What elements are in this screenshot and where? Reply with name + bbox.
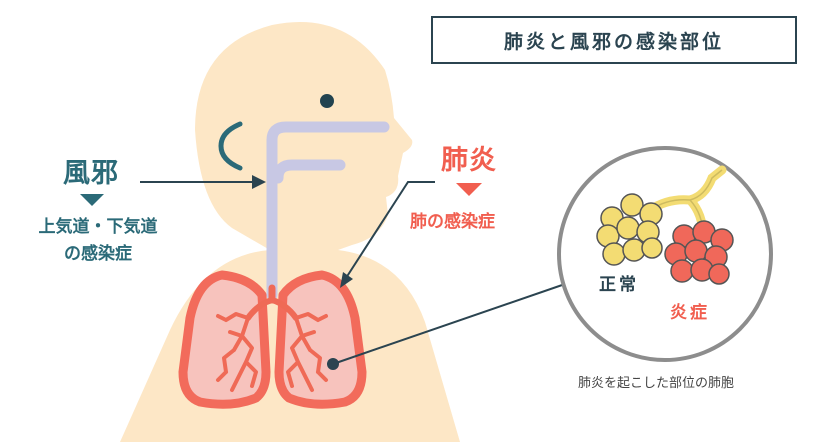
alveoli-zoom: [559, 148, 771, 360]
cold-description: 上気道・下気道 の感染症: [12, 214, 184, 268]
pneumonia-description: 肺の感染症: [410, 207, 495, 232]
pneumonia-triangle: [456, 183, 482, 196]
cold-triangle: [80, 194, 104, 206]
inflamed-alveoli-label: 炎症: [670, 298, 710, 323]
eye: [320, 94, 334, 108]
normal-alveoli-label: 正常: [599, 270, 639, 295]
alveoli-caption: 肺炎を起こした部位の肺胞: [578, 372, 734, 391]
cold-label: 風邪: [63, 151, 119, 190]
page-title: 肺炎と風邪の感染部位: [431, 16, 797, 64]
cold-description-line2: の感染症: [64, 244, 132, 264]
inflamed-alveoli-cluster: [665, 221, 733, 284]
pneumonia-label: 肺炎: [441, 138, 497, 177]
cold-description-line1: 上気道・下気道: [39, 217, 158, 237]
